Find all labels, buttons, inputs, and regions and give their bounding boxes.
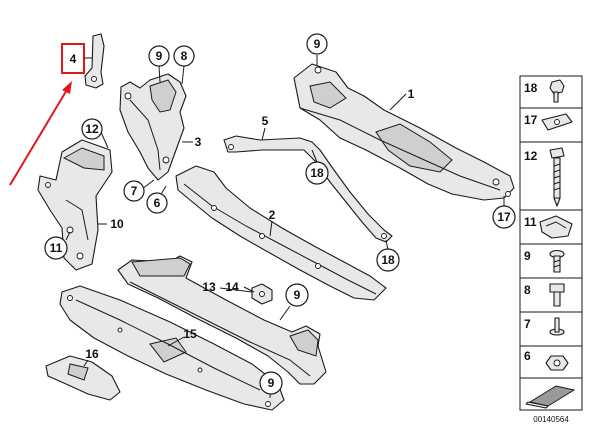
callout-13-label: 13 bbox=[202, 280, 216, 294]
part-4-bracket bbox=[84, 33, 105, 89]
legend-item-7: 7 bbox=[524, 317, 531, 331]
legend-item-6: 6 bbox=[524, 349, 531, 363]
callout-12-label: 12 bbox=[85, 122, 99, 136]
callout-9d-label: 9 bbox=[268, 376, 275, 390]
callout-9-bottom: 9 bbox=[259, 371, 283, 395]
diagram-code: 00140564 bbox=[533, 415, 569, 424]
callout-18-middle: 18 bbox=[305, 161, 329, 185]
part-1-crossmember bbox=[293, 63, 515, 201]
part-2-crossmember bbox=[175, 165, 387, 301]
long-screw-icon bbox=[549, 147, 565, 207]
callout-9b-label: 9 bbox=[314, 37, 321, 51]
callout-13: 13 bbox=[202, 280, 216, 294]
callout-16-label: 16 bbox=[85, 347, 99, 361]
callout-9-top-left: 9 bbox=[148, 45, 170, 67]
callout-2-label: 2 bbox=[269, 208, 276, 222]
callout-1-label: 1 bbox=[408, 87, 415, 101]
legend-item-17: 17 bbox=[524, 113, 538, 127]
clip-nut-icon bbox=[541, 113, 573, 131]
callout-8-label: 8 bbox=[181, 49, 188, 63]
callout-6-label: 6 bbox=[154, 196, 161, 210]
callout-6: 6 bbox=[146, 192, 168, 214]
callout-2: 2 bbox=[269, 208, 276, 222]
callout-4-label: 4 bbox=[70, 52, 77, 66]
callout-10-label: 10 bbox=[110, 217, 124, 231]
part-13-carrier bbox=[117, 255, 327, 385]
callout-15: 15 bbox=[183, 327, 197, 341]
bolt-flange-icon bbox=[549, 79, 565, 103]
reference-arrow-icon bbox=[525, 385, 576, 409]
callout-4: 4 bbox=[70, 52, 77, 66]
callout-9a-label: 9 bbox=[156, 49, 163, 63]
callout-1: 1 bbox=[408, 87, 415, 101]
part-15-undertray bbox=[59, 285, 285, 411]
callout-14: 14 bbox=[225, 280, 239, 294]
part-5-strut bbox=[223, 135, 393, 243]
callout-5-label: 5 bbox=[262, 114, 269, 128]
callout-11-label: 11 bbox=[50, 241, 63, 255]
screw-9-icon bbox=[549, 249, 565, 273]
callout-7: 7 bbox=[123, 180, 145, 202]
callout-14-label: 14 bbox=[225, 280, 239, 294]
part-16-plate bbox=[45, 355, 121, 401]
hex-nut-icon bbox=[545, 355, 569, 371]
callout-11-left: 11 bbox=[44, 236, 68, 260]
rivet-icon bbox=[549, 317, 565, 336]
callout-18-right: 18 bbox=[376, 248, 400, 272]
legend-item-12: 12 bbox=[524, 149, 538, 163]
legend-item-18: 18 bbox=[524, 81, 538, 95]
callout-9-top: 9 bbox=[306, 33, 328, 55]
part-14-clip bbox=[251, 283, 273, 305]
legend-item-11: 11 bbox=[524, 215, 537, 229]
callout-9-middle: 9 bbox=[285, 283, 309, 307]
bolt-8-icon bbox=[549, 283, 565, 307]
callout-7-label: 7 bbox=[131, 184, 138, 198]
callout-15-label: 15 bbox=[183, 327, 197, 341]
callout-10: 10 bbox=[110, 217, 124, 231]
callout-17-label: 17 bbox=[497, 210, 511, 224]
callout-18a-label: 18 bbox=[310, 166, 324, 180]
spring-clip-icon bbox=[539, 215, 573, 239]
legend-item-8: 8 bbox=[524, 283, 531, 297]
callout-12: 12 bbox=[81, 118, 103, 140]
part-10-bracket bbox=[37, 139, 113, 271]
part-3-bracket bbox=[119, 73, 187, 181]
legend-item-9: 9 bbox=[524, 249, 531, 263]
callout-3: 3 bbox=[195, 135, 202, 149]
callout-9c-label: 9 bbox=[294, 288, 301, 302]
hardware-legend: 18 17 12 11 9 8 7 6 bbox=[519, 75, 583, 424]
callout-18b-label: 18 bbox=[381, 253, 395, 267]
callout-3-label: 3 bbox=[195, 135, 202, 149]
callout-16: 16 bbox=[85, 347, 99, 361]
callout-8: 8 bbox=[173, 45, 195, 67]
callout-17-right: 17 bbox=[492, 205, 516, 229]
callout-5: 5 bbox=[262, 114, 269, 128]
